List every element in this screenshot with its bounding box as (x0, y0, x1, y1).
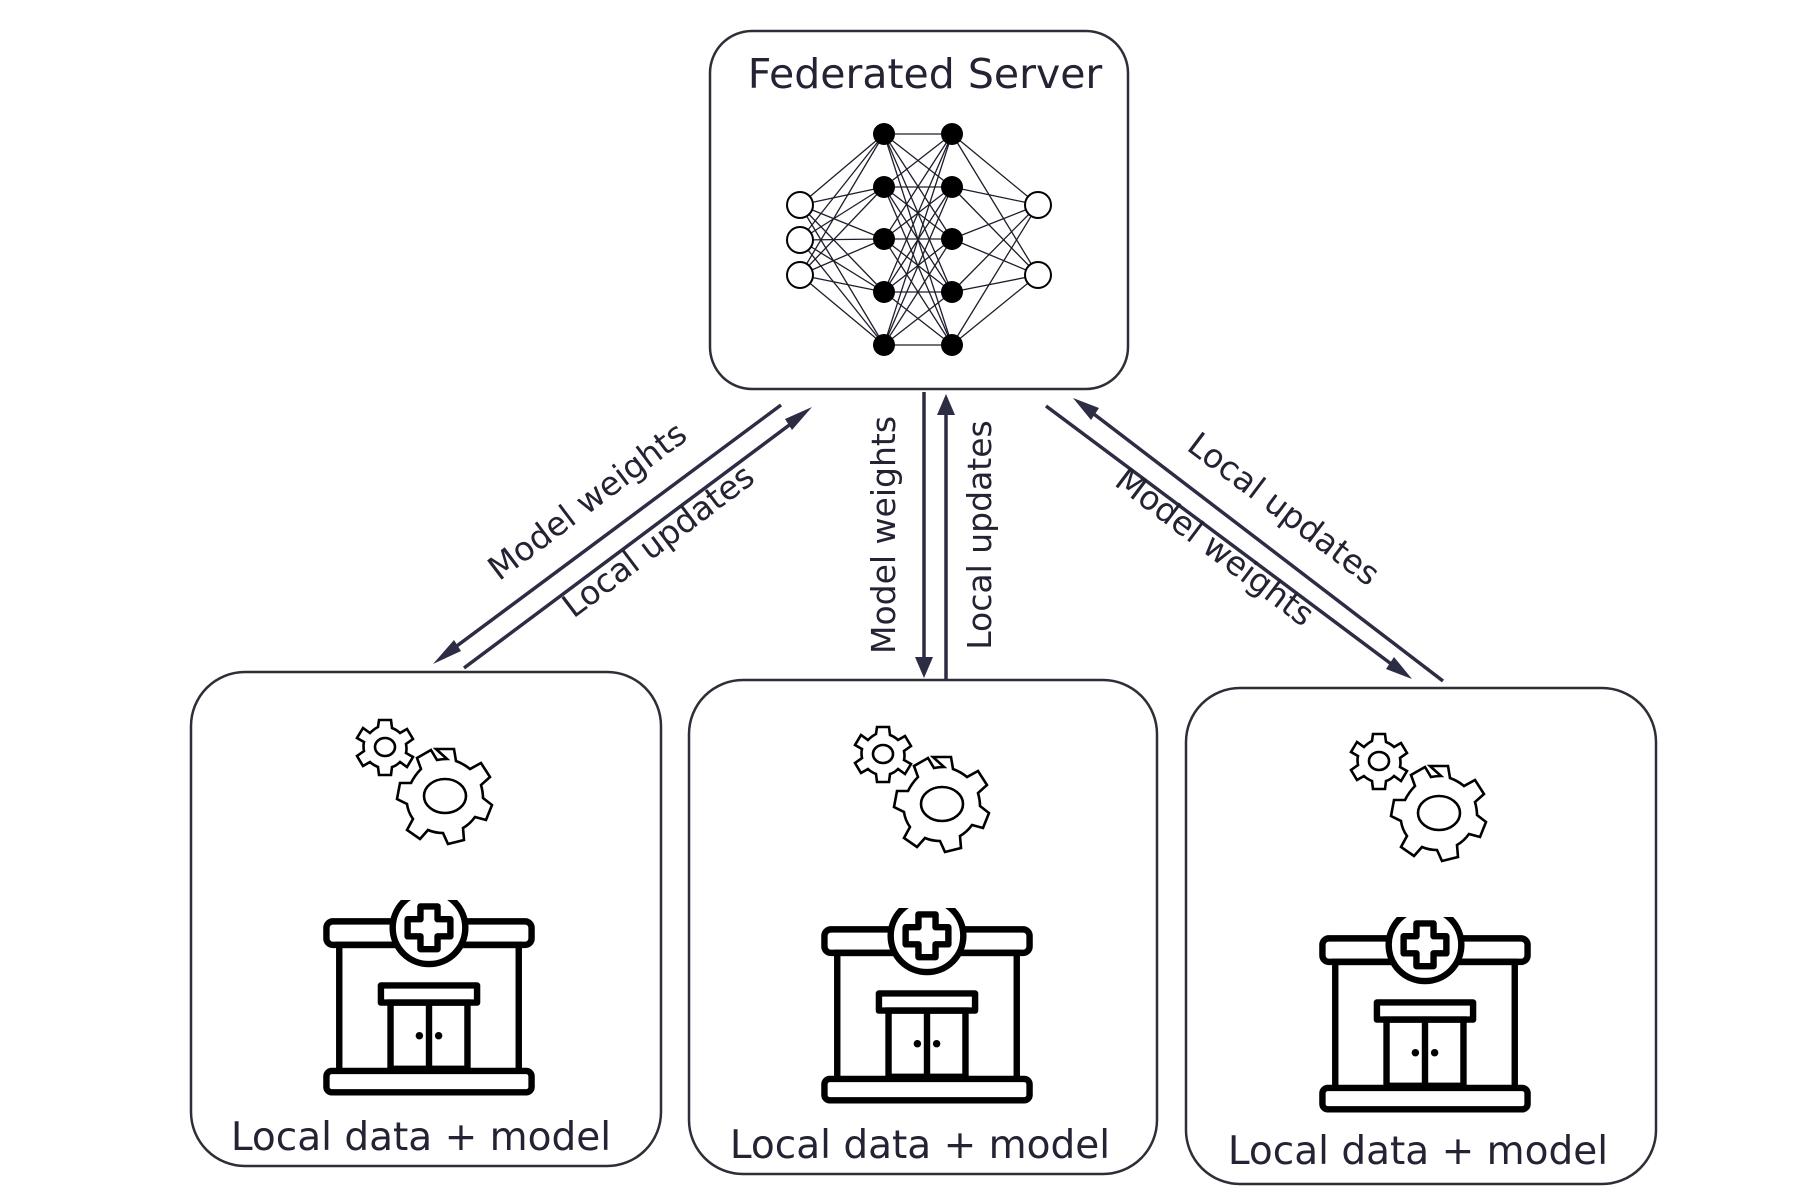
nn-edge (883, 186, 953, 346)
neural-network-icon (786, 123, 1052, 356)
client-label: Local data + model (231, 1115, 611, 1160)
nn-edge (799, 274, 885, 293)
flow-label-model-weights: Model weights (1108, 460, 1322, 634)
nn-edge (799, 238, 885, 276)
nn-edge (951, 186, 1039, 206)
nn-hidden-node (873, 123, 895, 145)
nn-edge (951, 133, 1039, 206)
nn-hidden-node (941, 176, 963, 198)
nn-edge (951, 186, 1039, 276)
nn-edge (799, 186, 885, 206)
nn-edge (799, 133, 885, 206)
nn-hidden-node (873, 281, 895, 303)
nn-edge (951, 133, 1039, 276)
nn-output-node (1024, 261, 1052, 289)
nn-edge (799, 204, 885, 293)
nn-edge (951, 204, 1039, 240)
nn-input-node (786, 261, 814, 289)
server-title: Federated Server (748, 50, 1103, 98)
nn-edge (883, 133, 953, 188)
nn-edge (799, 186, 885, 241)
nn-hidden-node (873, 176, 895, 198)
arrowhead (915, 657, 933, 678)
nn-edge (799, 274, 885, 346)
nn-edge (883, 238, 953, 346)
nn-input-node (786, 226, 814, 254)
federated-server: Federated Server (708, 29, 1130, 391)
nn-hidden-node (873, 228, 895, 250)
arrowhead (1073, 398, 1099, 420)
arrowhead (785, 407, 812, 430)
model-weights-arrow-3 (1044, 404, 1400, 671)
nn-edge (951, 204, 1039, 346)
nn-hidden-node (941, 334, 963, 356)
nn-edge (799, 238, 885, 241)
nn-edge (951, 204, 1039, 293)
model-weights-arrow-1 (444, 403, 783, 656)
nn-edge (951, 274, 1039, 346)
flow-label-local-updates: Local updates (960, 420, 999, 650)
nn-edge (799, 133, 885, 241)
nn-output-node (1024, 191, 1052, 219)
nn-edge (799, 239, 885, 293)
nn-edge (799, 239, 885, 346)
arrowhead (1386, 657, 1412, 679)
client-3: Local data + model (1184, 686, 1658, 1186)
arrowhead (433, 640, 461, 664)
nn-edge (883, 291, 953, 346)
flow-arrows (433, 392, 1445, 683)
client-1: Local data + model (189, 670, 663, 1168)
nn-edge (799, 133, 885, 276)
nn-hidden-node (941, 281, 963, 303)
nn-edge (799, 186, 885, 276)
nn-edge (883, 133, 953, 346)
nn-hidden-node (873, 334, 895, 356)
flow-label-model-weights: Model weights (864, 416, 903, 654)
local-updates-arrow-1 (462, 415, 802, 670)
nn-edge (799, 204, 885, 240)
nn-input-node (786, 191, 814, 219)
nn-edge (951, 238, 1039, 276)
arrowhead (937, 394, 955, 415)
nn-hidden-node (941, 228, 963, 250)
client-label: Local data + model (730, 1123, 1110, 1168)
nn-hidden-node (941, 123, 963, 145)
nn-edge (951, 274, 1039, 293)
local-updates-arrow-3 (1084, 406, 1445, 683)
client-2: Local data + model (687, 678, 1159, 1176)
nn-edge (883, 133, 953, 240)
nn-edge (883, 133, 953, 293)
nn-edge (799, 204, 885, 346)
client-label: Local data + model (1228, 1129, 1608, 1174)
